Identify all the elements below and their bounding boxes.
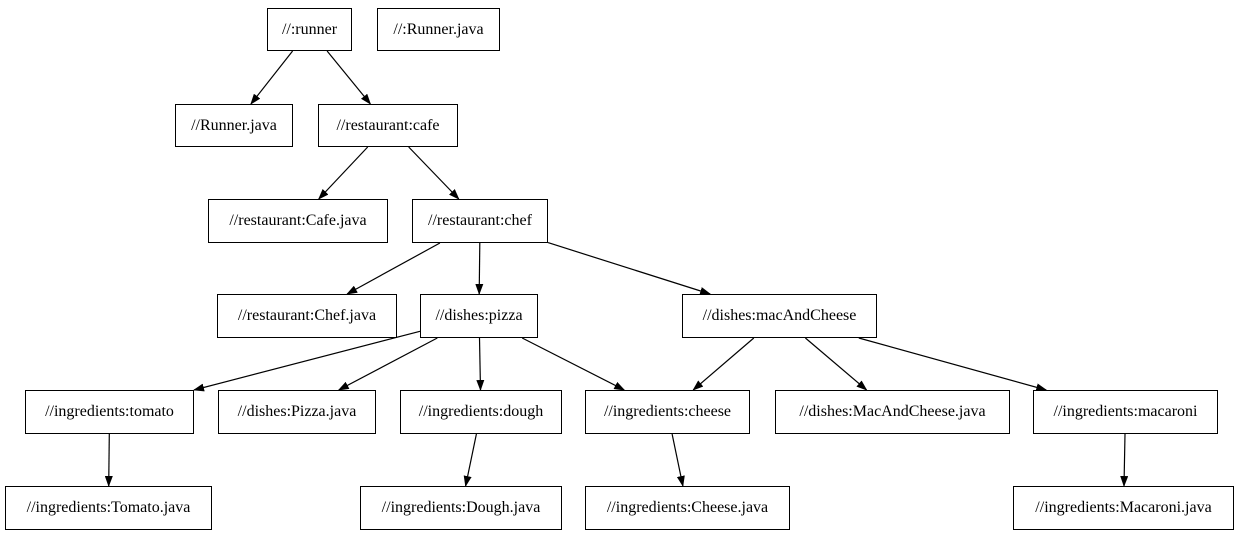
dependency-edge-runner-to-runner-java [250, 50, 294, 105]
graph-node-runner: //:runner [267, 8, 352, 51]
graph-node-cafe: //restaurant:cafe [318, 104, 458, 147]
graph-node-chef: //restaurant:chef [412, 199, 548, 243]
graph-node-tomato-java: //ingredients:Tomato.java [5, 486, 212, 530]
dependency-edge-cafe-to-cafe-java [318, 146, 369, 200]
graph-node-runner-java-root: //:Runner.java [377, 8, 500, 51]
graph-node-label: //dishes:MacAndCheese.java [799, 403, 986, 420]
graph-node-macaroni: //ingredients:macaroni [1033, 390, 1218, 434]
graph-node-label: //ingredients:Dough.java [381, 499, 541, 516]
dependency-edge-chef-to-pizza [475, 242, 484, 295]
graph-node-cheese: //ingredients:cheese [585, 390, 750, 434]
graph-node-label: //restaurant:Chef.java [237, 307, 377, 324]
dependency-edge-dough-to-dough-java [463, 433, 477, 487]
graph-node-cheese-java: //ingredients:Cheese.java [585, 486, 790, 530]
graph-node-label: //restaurant:Cafe.java [229, 212, 367, 229]
dependency-edge-pizza-to-cheese [521, 337, 626, 391]
graph-node-label: //restaurant:chef [428, 212, 532, 229]
graph-node-label: //ingredients:Cheese.java [606, 499, 769, 516]
dependency-edge-mac-and-cheese-to-mac-and-cheese-java [805, 337, 868, 391]
graph-node-label: //:runner [281, 20, 338, 38]
dependency-edge-chef-to-mac-and-cheese [547, 242, 712, 295]
graph-node-label: //ingredients:cheese [603, 403, 732, 420]
graph-node-cafe-java: //restaurant:Cafe.java [208, 199, 388, 243]
graph-node-label: //ingredients:tomato [45, 403, 174, 420]
graph-node-macaroni-java: //ingredients:Macaroni.java [1013, 486, 1234, 530]
graph-node-dough-java: //ingredients:Dough.java [360, 486, 562, 530]
dependency-edge-cafe-to-chef [408, 146, 460, 200]
dependency-edge-chef-to-chef-java [346, 242, 441, 295]
graph-node-label: //dishes:pizza [435, 307, 523, 324]
graph-node-label: //restaurant:cafe [336, 116, 440, 134]
graph-node-chef-java: //restaurant:Chef.java [217, 294, 397, 338]
graph-node-label: //:Runner.java [393, 20, 484, 38]
dependency-edge-pizza-to-pizza-java [337, 337, 438, 391]
dependency-edge-tomato-to-tomato-java [104, 433, 113, 487]
dependency-edge-mac-and-cheese-to-macaroni [858, 337, 1048, 392]
graph-node-runner-java: //Runner.java [175, 104, 293, 147]
graph-node-label: //ingredients:dough [418, 403, 544, 420]
graph-node-mac-and-cheese-java: //dishes:MacAndCheese.java [775, 390, 1010, 434]
graph-node-mac-and-cheese: //dishes:macAndCheese [682, 294, 877, 338]
dependency-edge-macaroni-to-macaroni-java [1120, 433, 1129, 487]
graph-node-label: //ingredients:macaroni [1053, 403, 1198, 420]
graph-node-label: //Runner.java [191, 116, 277, 134]
dependency-edge-pizza-to-tomato [193, 330, 421, 392]
dependency-edge-pizza-to-dough [476, 337, 485, 391]
graph-node-label: //dishes:macAndCheese [702, 307, 857, 324]
graph-node-label: //ingredients:Macaroni.java [1035, 499, 1212, 516]
dependency-edge-mac-and-cheese-to-cheese [692, 337, 755, 391]
graph-node-label: //dishes:Pizza.java [237, 403, 357, 420]
graph-node-tomato: //ingredients:tomato [25, 390, 194, 434]
graph-node-dough: //ingredients:dough [400, 390, 562, 434]
graph-node-label: //ingredients:Tomato.java [26, 499, 191, 516]
graph-node-pizza-java: //dishes:Pizza.java [218, 390, 376, 434]
dependency-edge-runner-to-cafe [326, 50, 372, 105]
dependency-edge-cheese-to-cheese-java [671, 433, 685, 487]
graph-node-pizza: //dishes:pizza [420, 294, 538, 338]
